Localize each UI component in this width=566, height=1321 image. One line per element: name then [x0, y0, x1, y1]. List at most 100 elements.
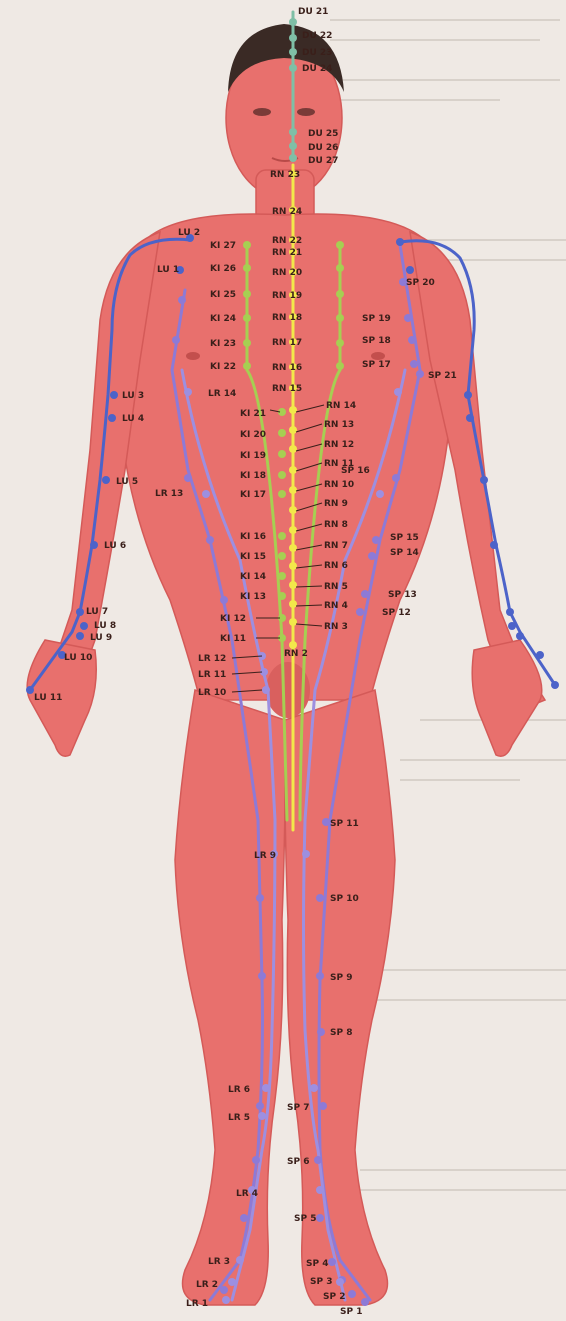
rn-point — [289, 581, 297, 589]
label-sp-1: SP 1 — [340, 1307, 362, 1317]
label-du-26: DU 26 — [308, 143, 338, 153]
label-lu-3: LU 3 — [122, 391, 144, 401]
rn-point — [289, 466, 297, 474]
right-nipple — [186, 352, 200, 360]
label-lu-4: LU 4 — [122, 414, 144, 424]
sp-point — [392, 474, 400, 482]
label-ki-25: KI 25 — [210, 290, 236, 300]
label-rn-17: RN 17 — [272, 338, 302, 348]
rn-point — [289, 618, 297, 626]
label-sp-17: SP 17 — [362, 360, 391, 370]
label-sp-11: SP 11 — [330, 819, 359, 829]
label-rn-20: RN 20 — [272, 268, 302, 278]
lu-point — [551, 681, 559, 689]
label-rn-13: RN 13 — [324, 420, 354, 430]
label-ki-19: KI 19 — [240, 451, 266, 461]
label-sp-3: SP 3 — [310, 1277, 332, 1287]
ki-point — [278, 429, 286, 437]
label-du-25: DU 25 — [308, 129, 338, 139]
lr-point — [262, 1084, 270, 1092]
ki-point — [278, 450, 286, 458]
lr-point — [376, 490, 384, 498]
label-rn-24: RN 24 — [272, 207, 302, 217]
lu-point — [90, 541, 98, 549]
label-lr-4: LR 4 — [236, 1189, 258, 1199]
rn-point — [289, 562, 297, 570]
sp-point — [328, 1258, 336, 1266]
sp-point — [410, 360, 418, 368]
sp-point — [317, 1028, 325, 1036]
label-sp-16: SP 16 — [341, 466, 370, 476]
label-lu-10: LU 10 — [64, 653, 92, 663]
ki-point — [336, 339, 344, 347]
lr-point — [184, 388, 192, 396]
label-rn-16: RN 16 — [272, 363, 302, 373]
lu-point — [508, 622, 516, 630]
label-ki-14: KI 14 — [240, 572, 266, 582]
sp-point — [314, 1156, 322, 1164]
label-du-24: DU 24 — [302, 64, 332, 74]
label-sp-12: SP 12 — [382, 608, 411, 618]
label-rn-3: RN 3 — [324, 622, 348, 632]
lu-point — [102, 476, 110, 484]
lu-point — [516, 632, 524, 640]
lu-point — [110, 391, 118, 399]
label-lr-3: LR 3 — [208, 1257, 230, 1267]
du-point — [289, 64, 297, 72]
ki-point — [243, 264, 251, 272]
label-ki-17: KI 17 — [240, 490, 266, 500]
label-lr-11: LR 11 — [198, 670, 226, 680]
sp-point — [316, 972, 324, 980]
sp-point — [356, 608, 364, 616]
sp-point — [220, 596, 228, 604]
label-lr-2: LR 2 — [196, 1280, 218, 1290]
label-ki-13: KI 13 — [240, 592, 266, 602]
label-rn-22: RN 22 — [272, 236, 302, 246]
lu-point — [506, 608, 514, 616]
ki-point — [243, 290, 251, 298]
ki-point — [243, 314, 251, 322]
label-lr-6: LR 6 — [228, 1085, 250, 1095]
sp-point — [361, 590, 369, 598]
label-lr-13: LR 13 — [155, 489, 183, 499]
label-rn-6: RN 6 — [324, 561, 348, 571]
ki-point — [278, 532, 286, 540]
sp-point — [206, 536, 214, 544]
lr-point — [316, 1186, 324, 1194]
label-lu-6: LU 6 — [104, 541, 126, 551]
sp-point — [178, 296, 186, 304]
ki-point — [336, 314, 344, 322]
du-point — [289, 128, 297, 136]
lu-point — [396, 238, 404, 246]
label-sp-4: SP 4 — [306, 1259, 328, 1269]
ki-point — [278, 572, 286, 580]
label-rn-21: RN 21 — [272, 248, 302, 258]
label-ki-20: KI 20 — [240, 430, 266, 440]
label-rn-12: RN 12 — [324, 440, 354, 450]
label-sp-10: SP 10 — [330, 894, 359, 904]
lu-point — [76, 632, 84, 640]
rn-point — [289, 526, 297, 534]
lu-point — [76, 608, 84, 616]
label-lu-9: LU 9 — [90, 633, 112, 643]
ki-point — [336, 362, 344, 370]
label-rn-18: RN 18 — [272, 313, 302, 323]
sp-point — [240, 1214, 248, 1222]
label-ki-26: KI 26 — [210, 264, 236, 274]
label-du-21: DU 21 — [298, 7, 328, 17]
ki-point — [278, 552, 286, 560]
sp-point — [361, 1298, 369, 1306]
sp-point — [256, 894, 264, 902]
rn-point — [289, 445, 297, 453]
sp-point — [220, 1286, 228, 1294]
lr-point — [202, 490, 210, 498]
label-ki-15: KI 15 — [240, 552, 266, 562]
label-lu-11: LU 11 — [34, 693, 62, 703]
label-lr-10: LR 10 — [198, 688, 226, 698]
ki-point — [336, 264, 344, 272]
label-lr-5: LR 5 — [228, 1113, 250, 1123]
ki-point — [278, 592, 286, 600]
label-ki-23: KI 23 — [210, 339, 236, 349]
label-lu-2: LU 2 — [178, 228, 200, 238]
